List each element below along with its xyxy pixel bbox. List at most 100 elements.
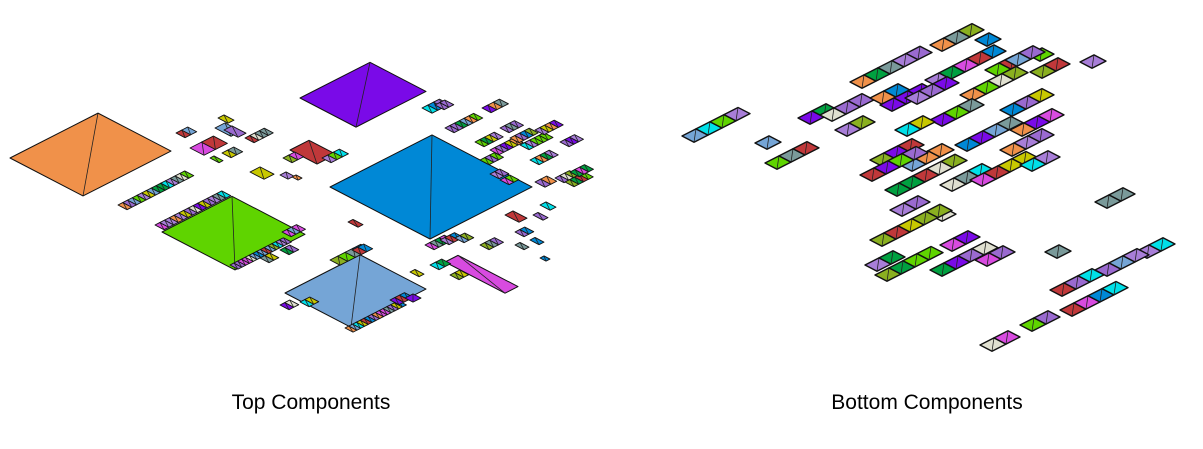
component-small-edge bbox=[529, 139, 535, 148]
component-bottom bbox=[957, 22, 985, 38]
component-bottom-edge bbox=[941, 37, 945, 52]
component-bottom-edge bbox=[1035, 115, 1039, 130]
component-bottom-edge bbox=[1005, 330, 1009, 345]
component-large-orange bbox=[9, 112, 172, 197]
component-small-edge bbox=[449, 125, 455, 133]
component-small-edge bbox=[544, 152, 549, 161]
component-bottom-edge bbox=[986, 32, 990, 47]
component-bottom-edge bbox=[804, 141, 808, 156]
component-small-edge bbox=[289, 299, 295, 308]
component-small-edge bbox=[286, 229, 292, 237]
component-small bbox=[332, 148, 349, 158]
component-small-edge bbox=[249, 135, 255, 143]
component-bottom-edge bbox=[955, 105, 959, 120]
component-bottom-edge bbox=[969, 248, 973, 263]
component-small bbox=[284, 299, 300, 308]
component-small bbox=[514, 241, 530, 251]
component-small-edge bbox=[164, 219, 170, 228]
component-bottom-edge bbox=[1089, 268, 1093, 283]
component-bottom-edge bbox=[1039, 88, 1043, 103]
component-small-edge bbox=[394, 297, 400, 305]
component-bottom bbox=[1018, 45, 1046, 60]
component-bottom-edge bbox=[1000, 245, 1004, 260]
component-small-edge bbox=[259, 166, 265, 180]
component-small bbox=[523, 127, 539, 136]
component-small-edge bbox=[444, 237, 450, 245]
component-bottom-edge bbox=[899, 153, 903, 168]
component-small-edge bbox=[433, 101, 439, 111]
component-magenta-strip bbox=[444, 254, 519, 294]
component-bottom-edge bbox=[969, 23, 973, 38]
component-bottom-edge bbox=[1061, 282, 1065, 297]
component-bottom bbox=[1148, 237, 1176, 252]
component-small-edge bbox=[141, 192, 147, 201]
component-small-edge bbox=[524, 142, 530, 150]
component-small-edge bbox=[165, 180, 171, 189]
component-bottom-edge bbox=[891, 97, 895, 112]
component-small-edge bbox=[263, 127, 269, 136]
component-small-edge bbox=[449, 234, 455, 243]
component-small-edge bbox=[546, 175, 552, 185]
component-small-edge bbox=[499, 98, 503, 108]
component-small bbox=[540, 175, 558, 185]
component-bottom bbox=[1033, 150, 1061, 165]
component-bottom-edge bbox=[809, 110, 813, 125]
component-bottom-edge bbox=[917, 46, 921, 60]
component-small-edge bbox=[291, 226, 297, 235]
component-bottom-edge bbox=[1106, 262, 1110, 277]
component-small-edge bbox=[223, 114, 229, 124]
component-small-edge bbox=[427, 104, 433, 114]
component-bottom-edge bbox=[1055, 57, 1059, 72]
component-bottom bbox=[1033, 310, 1061, 325]
component-bottom bbox=[908, 115, 936, 130]
component-bottom-edge bbox=[965, 230, 969, 245]
component-small-edge bbox=[146, 190, 152, 198]
component-bottom-edge bbox=[923, 211, 927, 225]
component-large-purple-edge bbox=[355, 62, 371, 128]
component-small-edge bbox=[304, 299, 310, 307]
top-components-caption: Top Components bbox=[231, 391, 391, 414]
component-large-green-edge bbox=[231, 196, 236, 270]
component-bottom-edge bbox=[1075, 275, 1079, 290]
component-bottom-edge bbox=[1030, 45, 1034, 60]
component-bottom-edge bbox=[1049, 108, 1053, 123]
component-bottom-edge bbox=[944, 76, 948, 91]
component-small-edge bbox=[178, 212, 184, 221]
component-bottom bbox=[1027, 127, 1055, 143]
component-small-edge bbox=[151, 187, 156, 196]
component-bottom bbox=[927, 142, 955, 158]
component-bottom-edge bbox=[903, 53, 907, 67]
component-small-edge bbox=[345, 251, 348, 262]
component-small-edge bbox=[559, 175, 565, 183]
component-small-edge bbox=[549, 122, 554, 131]
component-bottom-edge bbox=[776, 155, 780, 170]
component-bottom-edge bbox=[1071, 302, 1075, 317]
component-bottom-edge bbox=[693, 128, 697, 143]
component-bottom-edge bbox=[909, 218, 913, 233]
component-bottom-edge bbox=[886, 267, 890, 282]
component-small bbox=[489, 152, 504, 161]
component-small-edge bbox=[524, 226, 530, 235]
component-small-edge bbox=[569, 179, 575, 187]
component-bottom-edge bbox=[871, 167, 875, 182]
component-bottom-edge bbox=[1085, 295, 1089, 310]
component-small-edge bbox=[508, 139, 514, 148]
component-bottom-edge bbox=[881, 90, 885, 105]
component-bottom-edge bbox=[1045, 310, 1049, 325]
component-bottom-edge bbox=[885, 160, 889, 175]
component-bottom-edge bbox=[964, 58, 968, 73]
component-bottom-edge bbox=[965, 170, 969, 185]
component-large-blue-edge bbox=[429, 134, 433, 240]
component-bottom-edge bbox=[721, 114, 725, 129]
component-small bbox=[459, 232, 475, 241]
component-bottom bbox=[940, 153, 968, 169]
component-small-edge bbox=[534, 237, 540, 245]
component-bottom bbox=[1108, 187, 1136, 202]
component-small bbox=[357, 243, 374, 253]
component-bottom bbox=[1044, 244, 1072, 259]
component-small bbox=[539, 201, 557, 211]
component-bottom-edge bbox=[999, 73, 1003, 88]
component-bottom-edge bbox=[983, 241, 987, 255]
component-small-edge bbox=[454, 272, 460, 280]
component-small-edge bbox=[489, 134, 494, 143]
